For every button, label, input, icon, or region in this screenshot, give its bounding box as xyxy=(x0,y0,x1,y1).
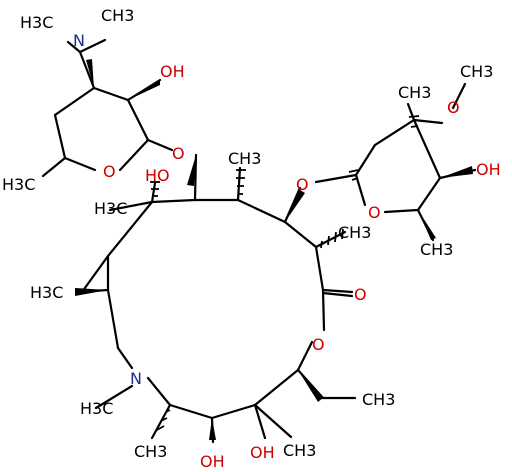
ring-oxygen-label: O xyxy=(103,162,116,181)
methoxy-oxygen-label: O xyxy=(447,98,460,117)
nitrogen-dimethylamino-label: N xyxy=(73,31,85,50)
methoxy-methyl-label: CH3 xyxy=(460,62,493,81)
methyl-label: CH3 xyxy=(101,6,134,25)
methyl-left-label: H3C xyxy=(94,199,127,218)
carbonyl-oxygen-label: O xyxy=(354,285,367,304)
hydroxyl-label: OH xyxy=(160,62,185,81)
wedge-bonds xyxy=(75,59,473,440)
methyl-left-label: H3C xyxy=(20,13,53,32)
methyl-left-label: H3C xyxy=(80,399,113,418)
ring-oxygen-right-label: O xyxy=(368,203,381,222)
bond-lines xyxy=(41,38,477,444)
atom-labels: CH3 H3C N OH O O H3C HO CH3 H3C H3C N H3… xyxy=(2,6,501,471)
methyl-label: CH3 xyxy=(362,390,395,409)
glycosidic-oxygen-right-label: O xyxy=(296,175,309,194)
methyl-label: CH3 xyxy=(134,442,167,461)
hydroxyl-label: OH xyxy=(250,443,275,462)
hashed-bonds xyxy=(150,115,420,431)
methyl-label: CH3 xyxy=(283,441,316,460)
methyl-label: CH3 xyxy=(420,240,453,259)
methyl-left-label: H3C xyxy=(30,283,63,302)
hydroxyl-label: OH xyxy=(476,160,501,179)
methyl-label: CH3 xyxy=(338,223,371,242)
methyl-label: CH3 xyxy=(228,149,261,168)
methyl-label: CH3 xyxy=(398,83,431,102)
hydroxyl-label: OH xyxy=(200,452,225,471)
glycosidic-oxygen-left-label: O xyxy=(172,144,185,163)
ring-ester-oxygen-label: O xyxy=(312,335,325,354)
hydroxyl-left-label: HO xyxy=(145,166,170,185)
methyl-left-label: H3C xyxy=(2,175,35,194)
nitrogen-ring-label: N xyxy=(130,369,142,388)
